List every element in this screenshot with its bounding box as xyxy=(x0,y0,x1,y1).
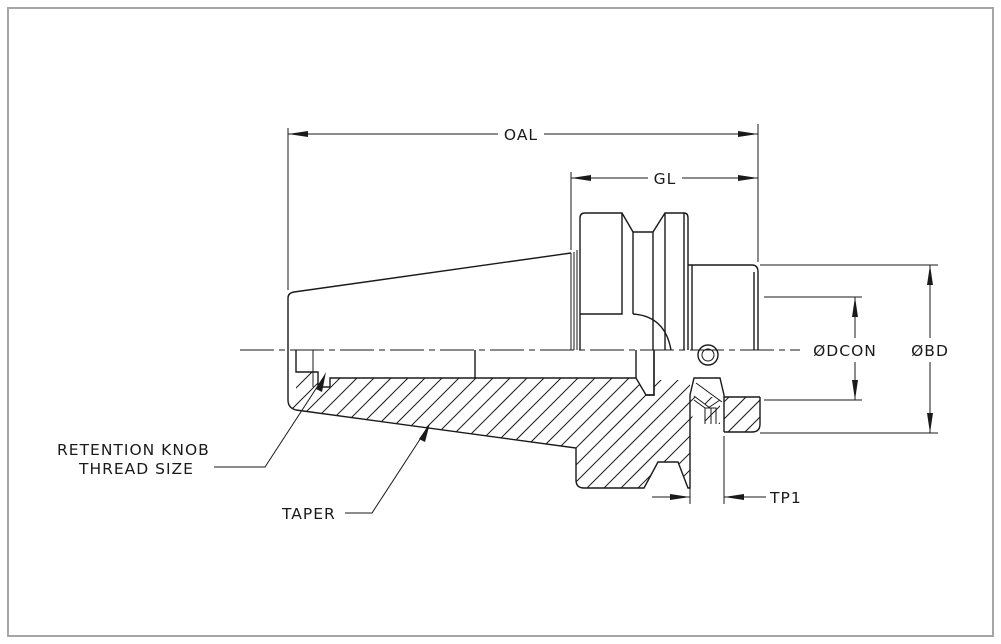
body-lower-outline xyxy=(724,397,761,433)
hatch-line xyxy=(353,372,495,488)
hatch-line xyxy=(659,372,760,488)
dcon-arrow-top xyxy=(852,297,858,317)
hatch-line xyxy=(472,372,614,488)
hatch-line xyxy=(288,372,291,488)
gl-arrow-left xyxy=(571,175,591,181)
tp1-label: TP1 xyxy=(769,489,802,507)
hatch-line xyxy=(336,372,478,488)
gl-label: GL xyxy=(654,170,677,188)
hatch-line xyxy=(608,372,750,488)
drive-key xyxy=(689,377,725,432)
retention-knob-label-line1: RETENTION KNOB xyxy=(57,441,210,459)
dcon-label: ØDCON xyxy=(813,342,877,360)
hatch-line xyxy=(506,372,648,488)
hatch-line xyxy=(489,372,631,488)
hatch-line xyxy=(540,372,682,488)
hatch-line xyxy=(676,372,760,488)
hatch-line xyxy=(710,372,760,488)
drive-key-detail xyxy=(693,399,721,424)
hatch-line xyxy=(693,372,760,488)
hatch-line xyxy=(830,360,970,500)
oal-extension-lines xyxy=(287,124,759,290)
retention-knob-label-line2: THREAD SIZE xyxy=(78,460,194,478)
hatch-line xyxy=(288,372,427,488)
oal-arrow-right xyxy=(738,131,758,137)
hatch-line xyxy=(727,372,760,488)
hatch-line xyxy=(288,372,410,488)
hatch-line xyxy=(455,372,597,488)
hatch-line xyxy=(847,360,987,500)
key-slot-edge xyxy=(646,350,655,396)
hatch-line xyxy=(288,372,342,488)
bd-arrow-top xyxy=(927,265,933,285)
hatch-line xyxy=(642,372,760,488)
taper-arrow xyxy=(419,423,430,442)
shank-upper-outline xyxy=(688,264,759,350)
hatch-line xyxy=(591,372,733,488)
dcon-arrow-bottom xyxy=(852,380,858,400)
drive-key-hatch xyxy=(693,382,723,409)
hatch-line xyxy=(779,360,919,500)
bd-extension-lines xyxy=(760,264,938,434)
hatch-line xyxy=(813,360,953,500)
hatch-line xyxy=(625,372,760,488)
hatch-line xyxy=(744,372,760,488)
tp1-arrow-right xyxy=(724,494,744,500)
retention-knob-arrow xyxy=(316,372,326,392)
oal-arrow-left xyxy=(288,131,308,137)
hatch-line xyxy=(557,372,699,488)
hatch-line xyxy=(288,372,359,488)
taper-leader xyxy=(345,426,429,514)
lower-section-outline xyxy=(287,350,691,489)
flange-outline xyxy=(579,212,634,350)
gl-arrow-right xyxy=(738,175,758,181)
hatch-line xyxy=(881,360,1001,500)
v-groove xyxy=(633,212,689,350)
drawing-frame xyxy=(7,7,994,637)
bd-label: ØBD xyxy=(911,342,949,360)
hatch-line xyxy=(898,360,1001,500)
hatch-line xyxy=(864,360,1001,500)
hatch-line xyxy=(288,372,308,488)
oal-label: OAL xyxy=(504,126,538,144)
dcon-extension-lines xyxy=(764,296,862,401)
hatch-line xyxy=(438,372,580,488)
retention-knob-leader xyxy=(214,377,324,468)
hatch-line xyxy=(796,360,936,500)
taper-label: TAPER xyxy=(281,505,336,523)
coolant-hole-inner xyxy=(701,348,715,362)
flange-inner-arc xyxy=(632,313,672,351)
hatch-line xyxy=(387,372,529,488)
bd-arrow-bottom xyxy=(927,413,933,433)
taper-upper-outline xyxy=(287,252,572,350)
coolant-hole xyxy=(697,344,719,366)
tp1-arrow-left xyxy=(670,494,690,500)
flange-thread-lines xyxy=(570,250,578,350)
hatch-line xyxy=(288,372,325,488)
hatch-line xyxy=(288,372,376,488)
hatch-line xyxy=(523,372,665,488)
tp1-extension-lines xyxy=(689,436,725,504)
hatch-line xyxy=(762,360,902,500)
